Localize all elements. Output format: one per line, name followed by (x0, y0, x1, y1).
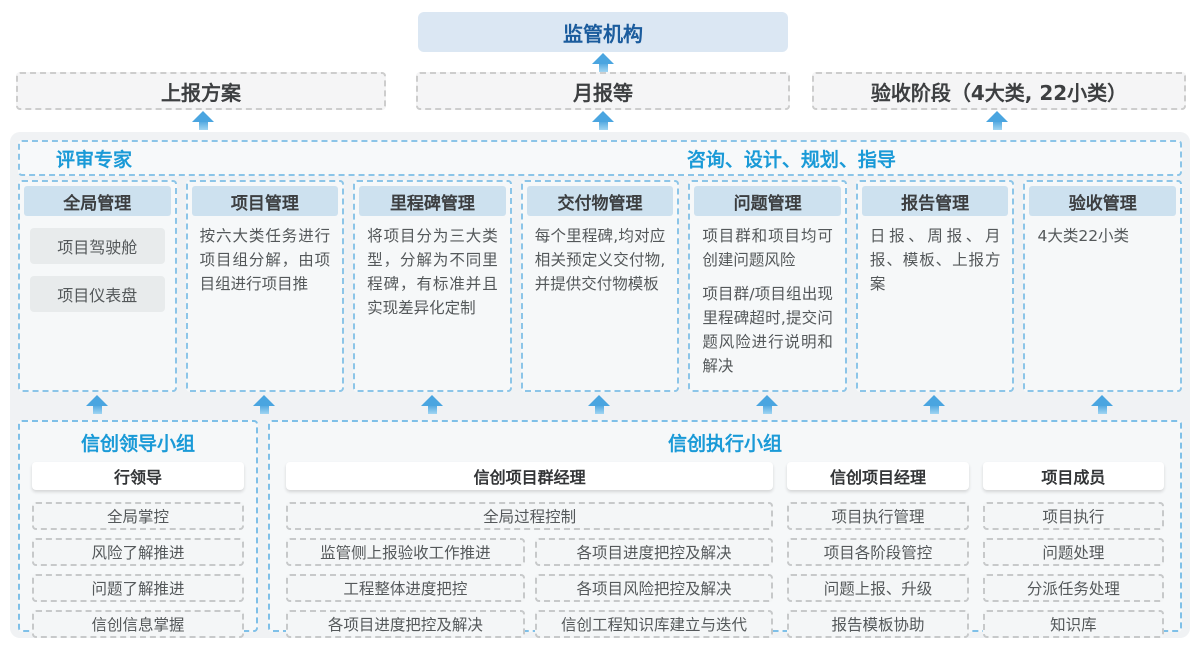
program-manager-item: 监管侧上报验收工作推进 (286, 538, 525, 566)
up-arrow-icon (592, 53, 614, 72)
column-description: 日报、周报、月报、模板、上报方案 (869, 227, 1001, 294)
project-manager-item: 项目执行管理 (787, 502, 969, 530)
column-description: 按六大类任务进行项目组分解，由项目组进行项目推 (199, 227, 331, 294)
experts-label: 评审专家 (56, 148, 133, 171)
up-arrow-icon (923, 395, 945, 414)
leader-group-title: 信创领导小组 (80, 433, 195, 455)
project-manager-item: 报告模板协助 (787, 610, 969, 638)
up-arrow-icon (421, 395, 443, 414)
pill-project-cockpit: 项目驾驶舱 (30, 228, 165, 264)
column-milestone-management: 里程碑管理 将项目分为三大类型，分解为不同里程碑，有标准并且实现差异化定制 (353, 180, 512, 392)
leader-item: 风险了解推进 (32, 538, 244, 566)
role-bank-leadership: 行领导 (32, 462, 244, 490)
program-manager-item: 各项目风险把控及解决 (534, 574, 774, 602)
project-member-item: 问题处理 (982, 538, 1164, 566)
column-header: 问题管理 (694, 186, 841, 216)
program-manager-column: 信创项目群经理 全局过程控制 监管侧上报验收工作推进 工程整体进度把控 各项目进… (286, 462, 774, 638)
leader-group-box: 信创领导小组 行领导 全局掌控 风险了解推进 问题了解推进 信创信息掌握 (18, 420, 258, 638)
project-manager-column: 信创项目经理 项目执行管理 项目各阶段管控 问题上报、升级 报告模板协助 (787, 462, 969, 638)
leader-item: 全局掌控 (32, 502, 244, 530)
program-manager-item: 信创工程知识库建立与迭代 (534, 610, 774, 638)
flow-box-monthly-report: 月报等 (416, 72, 790, 110)
project-manager-item: 问题上报、升级 (787, 574, 969, 602)
flow-box-acceptance-phase: 验收阶段（4大类, 22小类） (812, 72, 1186, 110)
program-manager-left-items: 监管侧上报验收工作推进 工程整体进度把控 各项目进度把控及解决 (286, 530, 525, 638)
up-arrow-icon (253, 395, 275, 414)
main-container: 评审专家 咨询、设计、规划、指导 全局管理 项目驾驶舱 项目仪表盘 项目管理 按… (10, 132, 1190, 638)
column-header: 报告管理 (861, 186, 1009, 216)
exec-group-box: 信创执行小组 信创项目群经理 全局过程控制 监管侧上报验收工作推进 工程整体进度… (268, 420, 1182, 638)
column-description: 将项目分为三大类型，分解为不同里程碑，有标准并且实现差异化定制 (367, 227, 498, 318)
column-header: 里程碑管理 (359, 186, 506, 216)
column-header: 交付物管理 (526, 186, 674, 216)
arrow-head (592, 53, 614, 64)
flow-box-report-plan: 上报方案 (16, 72, 386, 110)
guidance-label: 咨询、设计、规划、指导 (686, 148, 896, 171)
role-project-manager: 信创项目经理 (787, 462, 969, 490)
up-arrow-icon (86, 395, 108, 414)
up-arrow-icon (588, 395, 610, 414)
flow-label: 上报方案 (161, 80, 241, 105)
project-manager-item: 项目各阶段管控 (787, 538, 969, 566)
up-arrow-icon (756, 395, 778, 414)
project-member-item: 知识库 (982, 610, 1164, 638)
program-manager-item: 各项目进度把控及解决 (286, 610, 525, 638)
leader-item: 信创信息掌握 (32, 610, 244, 638)
up-arrow-icon (192, 111, 214, 130)
program-manager-item: 各项目进度把控及解决 (534, 538, 774, 566)
up-arrow-icon (986, 111, 1008, 130)
program-manager-item: 工程整体进度把控 (286, 574, 525, 602)
column-description: 4大类22小类 (1037, 227, 1130, 245)
column-header: 全局管理 (24, 186, 171, 216)
project-member-item: 分派任务处理 (982, 574, 1164, 602)
program-manager-item: 全局过程控制 (286, 502, 774, 530)
regulator-label: 监管机构 (563, 21, 643, 46)
experts-guidance-strip: 评审专家 咨询、设计、规划、指导 (18, 140, 1182, 176)
up-arrow-icon (1091, 395, 1113, 414)
role-program-manager: 信创项目群经理 (286, 462, 774, 490)
program-manager-right-items: 各项目进度把控及解决 各项目风险把控及解决 信创工程知识库建立与迭代 (534, 530, 774, 638)
column-description: 每个里程碑,均对应相关预定义交付物,并提供交付物模板 (534, 227, 666, 294)
project-member-item: 项目执行 (982, 502, 1164, 530)
column-header: 项目管理 (191, 186, 339, 216)
regulator-box: 监管机构 (418, 12, 788, 52)
leader-item: 问题了解推进 (32, 574, 244, 602)
up-arrow-icon (592, 111, 614, 130)
column-acceptance-management: 验收管理 4大类22小类 (1023, 180, 1183, 392)
exec-group-title: 信创执行小组 (667, 433, 782, 455)
pill-project-dashboard: 项目仪表盘 (30, 276, 165, 312)
column-description: 项目群/项目组出现里程碑超时,提交问题风险进行说明和解决 (702, 285, 833, 376)
column-report-management: 报告管理 日报、周报、月报、模板、上报方案 (855, 180, 1015, 392)
project-member-column: 项目成员 项目执行 问题处理 分派任务处理 知识库 (982, 462, 1164, 638)
flow-label: 月报等 (573, 80, 633, 105)
management-columns: 全局管理 项目驾驶舱 项目仪表盘 项目管理 按六大类任务进行项目组分解，由项目组… (18, 180, 1183, 392)
role-project-member: 项目成员 (982, 462, 1164, 490)
column-issue-management: 问题管理 项目群和项目均可创建问题风险 项目群/项目组出现里程碑超时,提交问题风… (688, 180, 847, 392)
column-global-management: 全局管理 项目驾驶舱 项目仪表盘 (18, 180, 177, 392)
bottom-groups: 信创领导小组 行领导 全局掌控 风险了解推进 问题了解推进 信创信息掌握 信创执… (18, 420, 1182, 638)
exec-columns: 信创项目群经理 全局过程控制 监管侧上报验收工作推进 工程整体进度把控 各项目进… (286, 462, 1164, 638)
arrow-stem (598, 64, 608, 72)
column-description: 项目群和项目均可创建问题风险 (702, 227, 833, 270)
flow-label: 验收阶段（4大类, 22小类） (870, 80, 1128, 105)
column-header: 验收管理 (1029, 186, 1177, 216)
column-deliverable-management: 交付物管理 每个里程碑,均对应相关预定义交付物,并提供交付物模板 (520, 180, 680, 392)
column-project-management: 项目管理 按六大类任务进行项目组分解，由项目组进行项目推 (185, 180, 345, 392)
